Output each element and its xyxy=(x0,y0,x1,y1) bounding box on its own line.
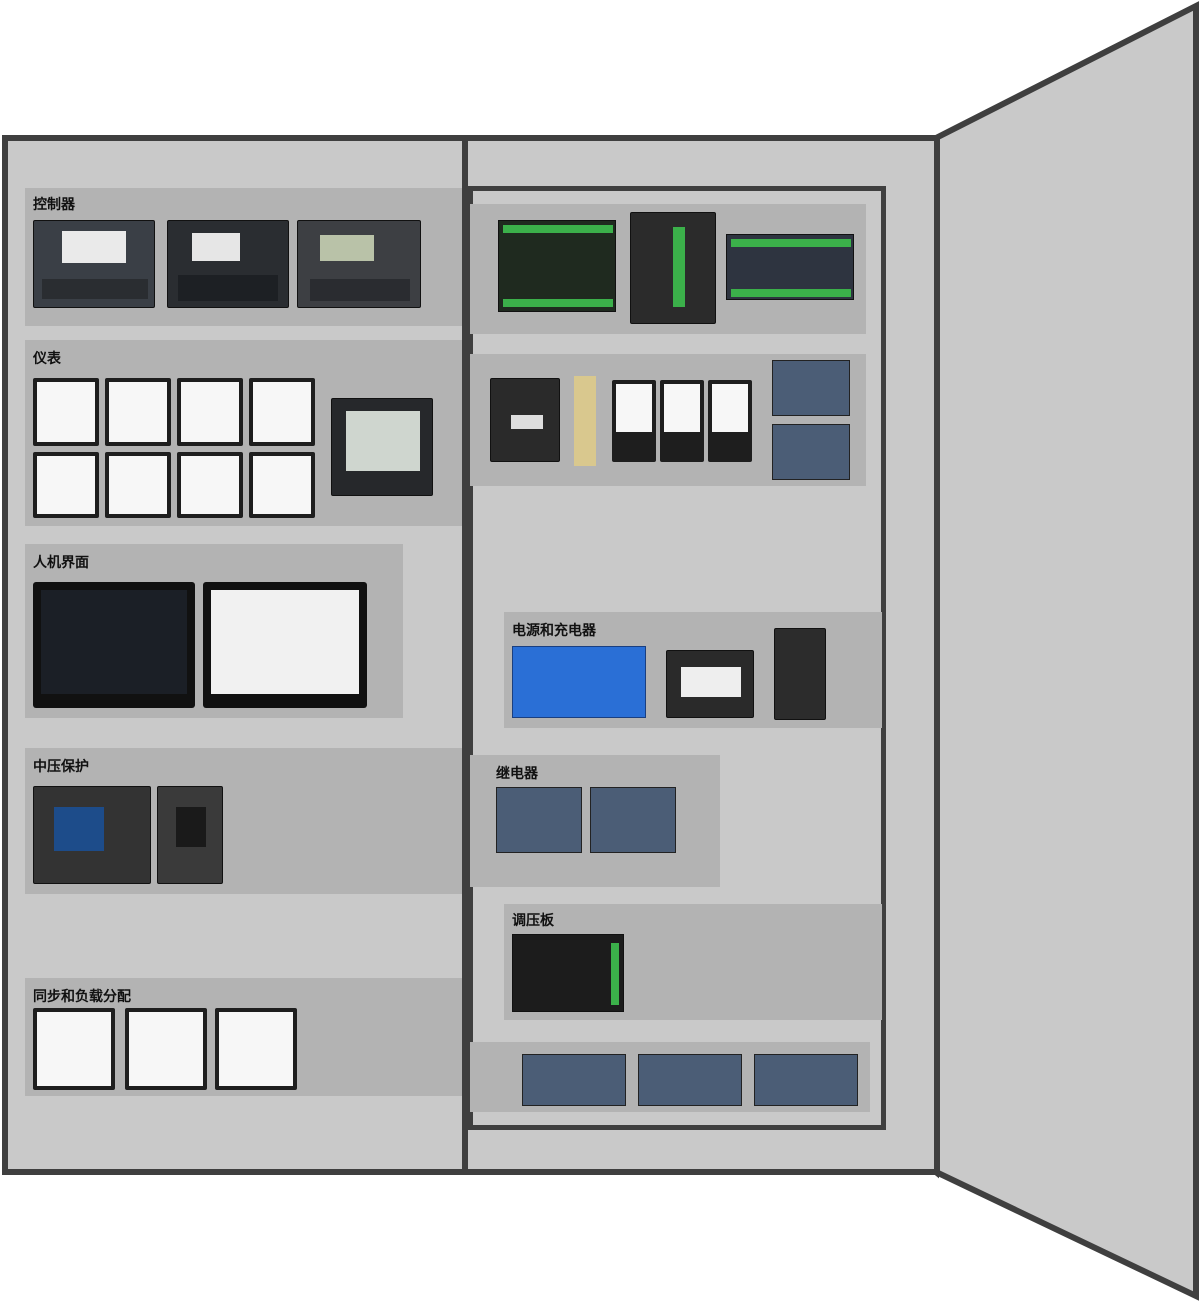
section-title-sync-load-sharing: 同步和负载分配 xyxy=(33,989,131,1005)
multimeter-lcd xyxy=(346,411,420,471)
transducer-module xyxy=(772,424,850,480)
panel-meter xyxy=(612,380,656,462)
controller-device-2 xyxy=(167,220,289,308)
hmi-display-dark xyxy=(33,582,195,708)
terminal-strip xyxy=(611,943,619,1005)
controller-keypad xyxy=(42,279,148,299)
current-transformer xyxy=(490,378,560,462)
section-title-meters: 仪表 xyxy=(33,351,61,367)
section-title-hmi: 人机界面 xyxy=(33,555,89,571)
relay-module xyxy=(590,787,676,853)
synchroscope xyxy=(215,1008,297,1090)
controller-keypad xyxy=(178,275,278,301)
relay-module xyxy=(496,787,582,853)
analog-meter xyxy=(105,452,171,518)
analog-meter xyxy=(249,452,315,518)
section-sync-load-sharing: 同步和负载分配 xyxy=(25,978,462,1096)
section-controllers: 控制器 xyxy=(25,188,462,326)
protection-relay-large xyxy=(33,786,151,884)
relay-screen xyxy=(176,807,206,847)
terminal-strip xyxy=(673,227,685,307)
battery-charger xyxy=(666,650,754,718)
analog-meter xyxy=(177,452,243,518)
terminal-strip xyxy=(731,289,851,297)
section-modules-bottom xyxy=(470,1042,870,1112)
terminal-strip xyxy=(731,239,851,247)
section-power-chargers: 电源和充电器 xyxy=(504,612,882,728)
controller-device-1 xyxy=(33,220,155,308)
panel-meter xyxy=(708,380,752,462)
section-relays: 继电器 xyxy=(470,755,720,887)
ct-window xyxy=(511,415,543,429)
relay-module xyxy=(638,1054,742,1106)
relay-module xyxy=(522,1054,626,1106)
section-transducers xyxy=(470,354,866,486)
io-module-2 xyxy=(630,212,716,324)
power-supply-blue xyxy=(512,646,646,718)
relay-screen xyxy=(54,807,104,851)
controller-device-3 xyxy=(297,220,421,308)
section-title-controllers: 控制器 xyxy=(33,197,75,213)
io-module-1 xyxy=(498,220,616,312)
hmi-display-light xyxy=(203,582,367,708)
section-hmi: 人机界面 xyxy=(25,544,403,718)
section-mv-protection: 中压保护 xyxy=(25,748,462,894)
section-title-power-chargers: 电源和充电器 xyxy=(512,623,596,639)
charger-label xyxy=(681,667,741,697)
synchroscope xyxy=(33,1008,115,1090)
analog-meter xyxy=(33,452,99,518)
relay-module xyxy=(754,1054,858,1106)
section-title-mv-protection: 中压保护 xyxy=(33,759,89,775)
section-io-modules xyxy=(470,204,866,334)
section-title-relays: 继电器 xyxy=(496,766,538,782)
hmi-screen xyxy=(41,590,187,694)
analog-meter xyxy=(33,378,99,446)
din-rail-power-supply xyxy=(774,628,826,720)
section-title-avr: 调压板 xyxy=(512,913,554,929)
synchronizer-indicator xyxy=(125,1008,207,1090)
panel-meter xyxy=(660,380,704,462)
section-meters: 仪表 xyxy=(25,340,462,526)
controller-screen xyxy=(62,231,126,263)
avr-board xyxy=(512,934,624,1012)
analog-meter xyxy=(249,378,315,446)
transducer-module xyxy=(772,360,850,416)
controller-screen xyxy=(192,233,240,261)
terminal-strip xyxy=(503,299,613,307)
digital-multimeter xyxy=(331,398,433,496)
analog-meter xyxy=(177,378,243,446)
section-avr: 调压板 xyxy=(504,904,882,1020)
terminal-strip xyxy=(503,225,613,233)
controller-keypad xyxy=(310,279,410,301)
analog-meter xyxy=(105,378,171,446)
hmi-screen xyxy=(211,590,359,694)
controller-screen xyxy=(320,235,374,261)
shunt-resistor xyxy=(574,376,596,466)
io-module-3 xyxy=(726,234,854,300)
protection-relay-small xyxy=(157,786,223,884)
